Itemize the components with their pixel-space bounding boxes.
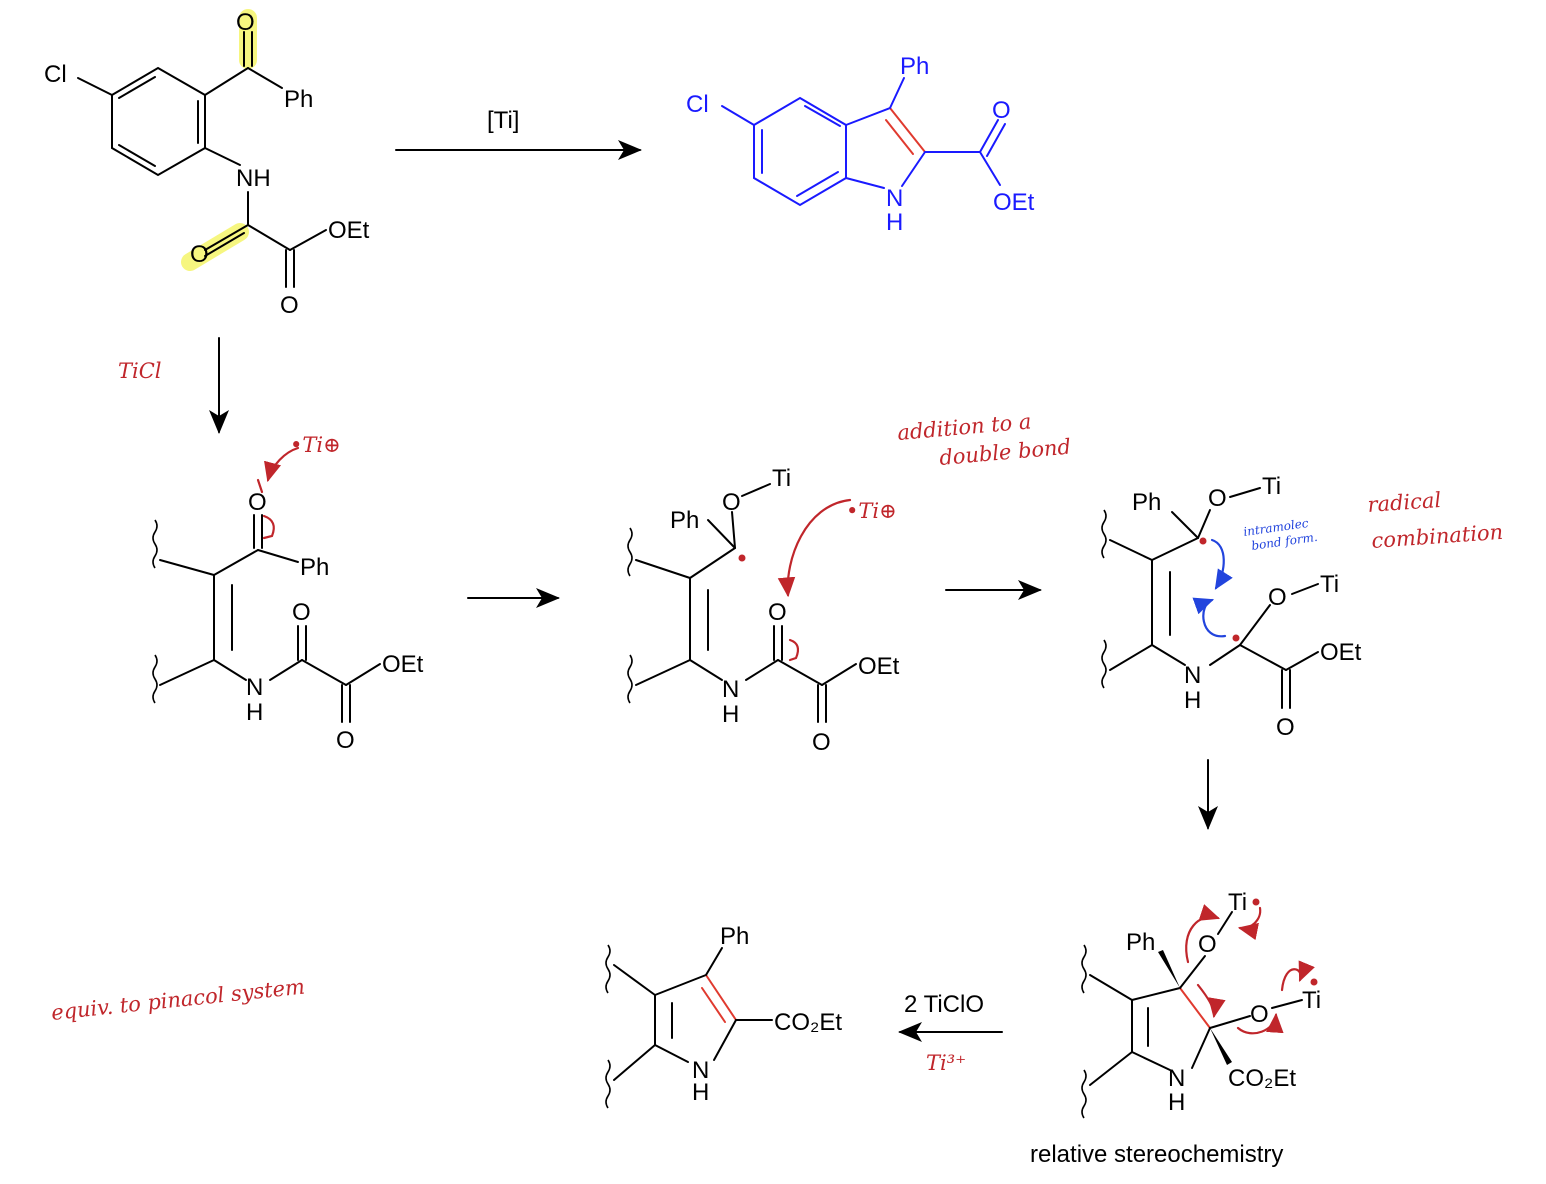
label-o: O	[190, 241, 209, 268]
label-ph: Ph	[900, 53, 929, 80]
label-o: O	[992, 97, 1011, 124]
label-ph: Ph	[300, 554, 329, 581]
starting-material: Cl O Ph NH O O OEt	[44, 9, 370, 319]
label-h: H	[1184, 687, 1201, 714]
label-o: O	[1250, 1001, 1269, 1028]
label-ti: Ti	[1262, 473, 1281, 500]
label-n: N	[692, 1057, 709, 1084]
label-cl: Cl	[44, 61, 67, 88]
label-oet: OEt	[1320, 639, 1362, 666]
caption-stereo: relative stereochemistry	[1030, 1141, 1283, 1168]
intermediate-4: N H Ph O Ti O Ti CO₂Et	[1081, 889, 1321, 1119]
reagent-ti3: Ti³⁺	[926, 1051, 966, 1075]
intermediate-3: Ph O Ti N H O Ti O OEt intramolec bond f…	[1101, 473, 1362, 741]
label-ph: Ph	[670, 507, 699, 534]
label-ph: Ph	[1132, 489, 1161, 516]
label-h: H	[692, 1079, 709, 1106]
label-o: O	[722, 489, 741, 516]
arrow-5: 2 TiClO Ti³⁺	[898, 991, 1003, 1075]
label-o: O	[336, 727, 355, 754]
label-o: O	[812, 729, 831, 756]
label-n: N	[886, 185, 903, 212]
reagent-ticl: TiCl	[118, 359, 162, 383]
label-ph: Ph	[284, 86, 313, 113]
label-h: H	[1168, 1089, 1185, 1116]
pyrrole-product: N H Ph CO₂Et	[605, 923, 842, 1109]
label-h: H	[722, 701, 739, 728]
intermediate-1: O Ph N H O O OEt •Ti⊕	[152, 433, 424, 754]
note-radical-2: combination	[1371, 520, 1504, 553]
label-o: O	[1208, 485, 1227, 512]
label-ph: Ph	[720, 923, 749, 950]
label-ti: Ti	[1320, 571, 1339, 598]
label-n: N	[1168, 1065, 1185, 1092]
note-addition-2: double bond	[938, 435, 1072, 470]
ti-radical: •Ti⊕	[846, 499, 897, 523]
label-ph: Ph	[1126, 929, 1155, 956]
label-oet: OEt	[382, 651, 424, 678]
label-o: O	[768, 599, 787, 626]
label-ti: Ti	[1302, 987, 1321, 1014]
label-ti: Ti	[1228, 889, 1247, 916]
label-oet: OEt	[328, 217, 370, 244]
label-co2et: CO₂Et	[774, 1009, 842, 1036]
label-o: O	[236, 9, 255, 36]
label-o: O	[280, 292, 299, 319]
label-o: O	[248, 489, 267, 516]
label-ti: Ti	[772, 465, 791, 492]
label-oet: OEt	[993, 189, 1035, 216]
label-o: O	[1198, 931, 1217, 958]
ti-radical: •Ti⊕	[290, 433, 341, 457]
label-n: N	[722, 676, 739, 703]
label-o: O	[1268, 584, 1287, 611]
label-n: N	[1184, 662, 1201, 689]
label-co2et: CO₂Et	[1228, 1065, 1296, 1092]
indole-product: Cl N H Ph O OEt	[686, 53, 1035, 236]
arrow-top: [Ti]	[395, 107, 642, 160]
label-cl: Cl	[686, 91, 709, 118]
note-radical-1: radical	[1367, 488, 1442, 517]
label-n: N	[246, 674, 263, 701]
label-o: O	[1276, 714, 1295, 741]
label-oet: OEt	[858, 653, 900, 680]
label-h: H	[886, 209, 903, 236]
note-pinacol: equiv. to pinacol system	[50, 974, 306, 1025]
label-nh: NH	[236, 165, 271, 192]
label-o: O	[292, 599, 311, 626]
reagent-ti: [Ti]	[487, 107, 519, 134]
intermediate-2: Ph O Ti N H O O OEt •Ti⊕	[627, 465, 900, 756]
arrow-down-1: TiCl	[118, 337, 229, 434]
reagent-ticlo: 2 TiClO	[904, 991, 984, 1018]
label-h: H	[246, 699, 263, 726]
